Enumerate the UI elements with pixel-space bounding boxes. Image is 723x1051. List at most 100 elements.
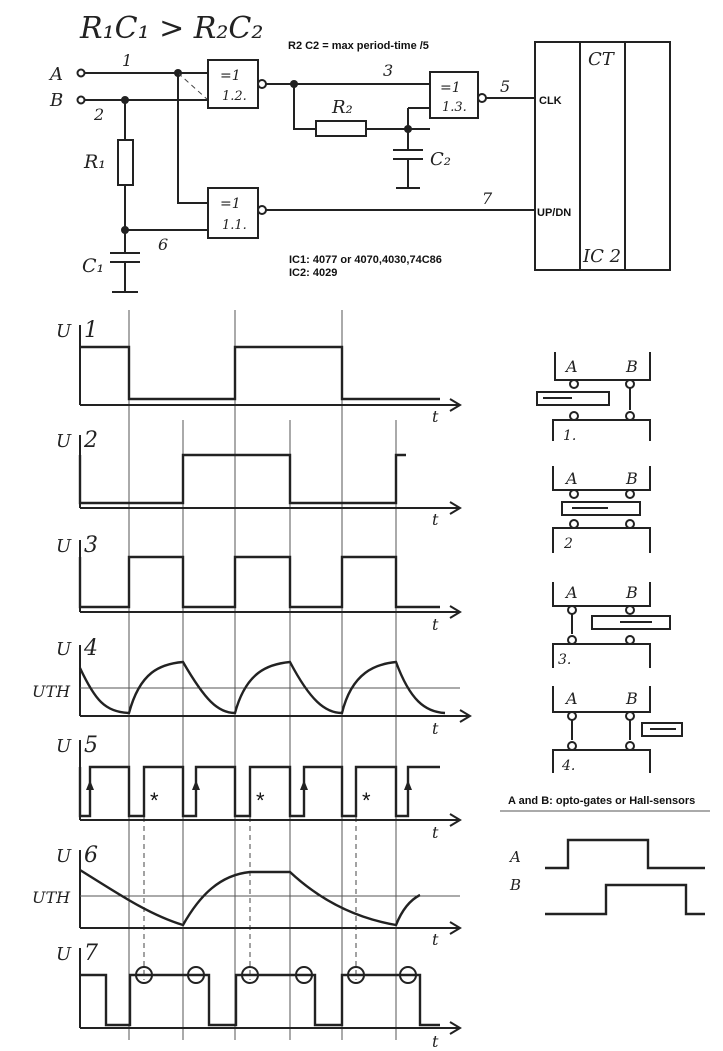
input-b-terminal (76, 95, 86, 105)
transition-marker-2 (187, 966, 205, 984)
sensor-1-top (554, 352, 651, 381)
trace-2-wave (78, 453, 406, 505)
sensor-2-det-b (625, 519, 635, 529)
time-markers (128, 310, 343, 1040)
sensor-step-1: A B 1. (536, 352, 651, 444)
trace-5: U 5 * * * t (56, 733, 462, 842)
r1-label: R₁ (83, 151, 106, 173)
trace-5-num: 5 (84, 733, 98, 758)
trace-3-t: t (432, 615, 439, 634)
sensor-3-det-a (567, 635, 577, 645)
ic1-note: IC1: 4077 or 4070,4030,74C86 (289, 254, 442, 266)
sensor-3-object (591, 615, 671, 630)
sensor-step-4: A B 4. (552, 686, 683, 774)
trace-5-wave (78, 765, 440, 818)
sensor-1-object (536, 391, 610, 406)
sensor-step-3: A B 3. (552, 582, 671, 668)
updn-label: UP/DN (537, 207, 571, 219)
trace-1-num: 1 (84, 318, 98, 343)
node-7-label: 7 (482, 189, 493, 208)
wave-a (545, 838, 705, 870)
transition-marker-5 (347, 966, 365, 984)
sensor-2-b: B (625, 469, 638, 488)
sensor-1-num: 1. (563, 428, 576, 444)
sensor-2-led-b (625, 489, 635, 499)
ic2-dividers (579, 42, 626, 270)
trace-3-num: 3 (84, 533, 98, 558)
sensor-3-top (552, 582, 651, 607)
capacitor-c1 (110, 252, 140, 293)
gate-1-2-inverter (257, 79, 267, 89)
trace-5-arrows (89, 785, 409, 816)
sensor-4-led-b (625, 711, 635, 721)
input-a-terminal (76, 68, 86, 78)
sensor-4-b: B (625, 689, 638, 708)
transition-marker-3 (241, 966, 259, 984)
sensor-1-det-b (625, 411, 635, 421)
node-6-label: 6 (158, 235, 168, 254)
trace-2-u: U (56, 431, 72, 452)
node-5-label: 5 (500, 77, 510, 96)
sensor-1-b: B (625, 357, 638, 376)
rc-note: R2 C2 = max period-time /5 (288, 40, 429, 52)
trace-4-wave (78, 660, 446, 715)
trace-7-u: U (56, 944, 72, 965)
transition-marker-4 (295, 966, 313, 984)
trace-7-wave (80, 973, 440, 1027)
trace-4: U 4 UTH t (32, 636, 472, 738)
ic2-body (534, 41, 671, 271)
resistor-r1 (117, 139, 134, 186)
sensor-caption: A and B: opto-gates or Hall-sensors (508, 795, 695, 807)
gate-1-3-symbol: =1 (440, 80, 461, 96)
sensor-4-det-b (625, 741, 635, 751)
gate-1-3-inverter (477, 93, 487, 103)
trace-3-u: U (56, 536, 72, 557)
sensor-2-object (561, 501, 641, 516)
input-a-label: A (48, 64, 63, 85)
sensor-3-a: A (564, 583, 578, 602)
trace-4-t: t (432, 719, 439, 738)
star-3: * (362, 788, 371, 813)
time-markers-b (182, 420, 397, 1040)
trace-4-axis (79, 645, 472, 723)
sensor-1-bottom (552, 419, 651, 441)
circuit-schematic: R₁C₁ > R₂C₂ R2 C2 = max period-time /5 A… (48, 11, 671, 293)
wave-b (545, 883, 705, 916)
sensor-step-2: A B 2 (552, 466, 651, 553)
gate-1-1-symbol: =1 (220, 196, 241, 212)
sensor-waveform: A B (508, 838, 705, 916)
trace-6-uth: UTH (32, 888, 71, 907)
trace-1-t: t (432, 407, 439, 426)
trace-7-axis (79, 948, 462, 1035)
sensor-2-a: A (564, 469, 578, 488)
sensor-4-beams (571, 720, 631, 740)
sensor-4-object (641, 722, 683, 737)
star-1: * (150, 788, 159, 813)
trace-2-t: t (432, 510, 439, 529)
sensor-3-num: 3. (558, 652, 571, 668)
trace-1-u: U (56, 321, 72, 342)
r2-label: R₂ (331, 97, 353, 118)
timing-diagram: U 1 t U 2 t U 3 t U 4 UTH (32, 310, 472, 1051)
sensor-2-top (552, 466, 651, 491)
gate-1-1-inverter (257, 205, 267, 215)
sensor-1-det-a (569, 411, 579, 421)
dashed-markers (143, 790, 357, 980)
rc-formula: R₁C₁ > R₂C₂ (79, 11, 263, 46)
trace-2: U 2 t (56, 428, 462, 529)
trace-5-u: U (56, 736, 72, 757)
trace-3: U 3 t (56, 533, 462, 634)
transition-marker-6 (399, 966, 417, 984)
sensor-4-bottom (552, 749, 651, 773)
wave-a-label: A (508, 848, 521, 866)
gate-1-2-symbol: =1 (220, 68, 241, 84)
sensor-3-b: B (625, 583, 638, 602)
node-1-label: 1 (122, 51, 132, 70)
trace-5-axis (79, 740, 462, 827)
sensor-3-led-a (567, 605, 577, 615)
trace-4-u: U (56, 639, 72, 660)
trace-4-uth: UTH (32, 682, 71, 701)
node-3-label: 3 (383, 61, 393, 80)
wire-crossing-dashed (177, 72, 209, 101)
